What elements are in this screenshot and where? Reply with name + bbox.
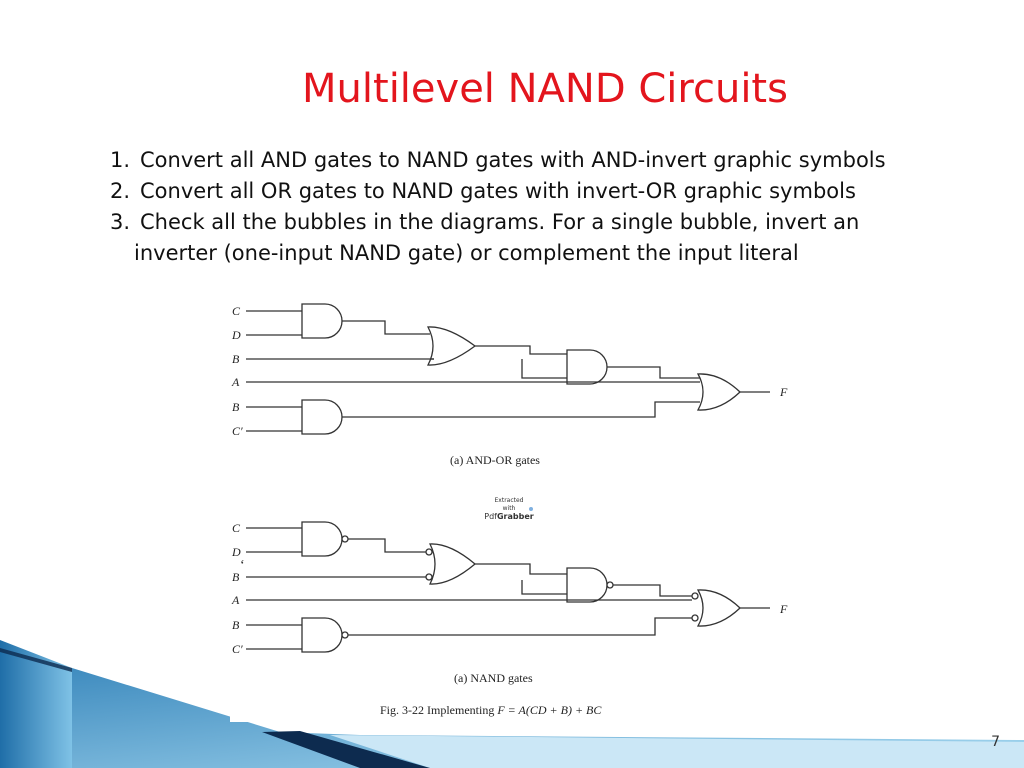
circuit-figure: C D B A B C′ <box>230 298 788 722</box>
list-item: 1. Convert all AND gates to NAND gates wi… <box>110 145 886 176</box>
figure-expression: F = A(CD + B) + BC <box>496 703 602 717</box>
slide-title: Multilevel NAND Circuits <box>302 66 788 112</box>
left-wedge <box>0 640 72 768</box>
step-number: 2. <box>110 179 131 203</box>
inversion-bubble <box>341 535 349 543</box>
nand-gate <box>301 521 343 557</box>
or-gate <box>426 326 477 366</box>
caption-nand: (a) NAND gates <box>454 671 533 685</box>
caption-and-or: (a) AND-OR gates <box>450 453 540 467</box>
pdfgrabber-watermark: Extracted with PdfGrabber <box>484 497 534 521</box>
step-text: Check all the bubbles in the diagrams. F… <box>140 210 860 234</box>
invert-or-gate <box>428 543 477 585</box>
nand-gate <box>301 617 343 653</box>
input-label: C <box>232 304 241 318</box>
and-gate <box>566 349 608 385</box>
invert-or-gate <box>696 589 741 627</box>
and-or-circuit: C D B A B C′ <box>231 303 788 467</box>
list-item: 3. Check all the bubbles in the diagrams.… <box>110 207 886 269</box>
figure-label: Fig. 3-22 Implementing <box>380 703 494 717</box>
figure-caption: Fig. 3-22 Implementing F = A(CD + B) + B… <box>380 703 602 717</box>
step-text: Convert all OR gates to NAND gates with … <box>140 179 856 203</box>
input-label: C′ <box>232 424 243 438</box>
input-label: A <box>231 593 240 607</box>
step-number: 3. <box>110 210 131 234</box>
watermark-line2: with <box>502 505 516 512</box>
inversion-bubble <box>425 548 433 556</box>
bottom-band-dark <box>262 731 430 768</box>
bottom-band-light <box>330 735 1024 768</box>
inversion-bubble <box>606 581 614 589</box>
watermark-line1: Extracted <box>494 497 524 504</box>
watermark-dot <box>529 507 533 511</box>
stray-mark: ‘ <box>240 558 245 573</box>
or-gate <box>696 373 741 411</box>
step-number: 1. <box>110 148 131 172</box>
and-gate <box>301 399 343 435</box>
step-text: Convert all AND gates to NAND gates with… <box>140 148 886 172</box>
input-label: B <box>232 400 240 414</box>
watermark-brand: PdfGrabber <box>484 512 534 521</box>
circuit-diagram: C D B A B C′ <box>231 303 788 717</box>
input-label: B <box>232 618 240 632</box>
input-label: C′ <box>232 642 243 656</box>
left-dark-line <box>0 648 72 672</box>
inversion-bubble <box>691 614 699 622</box>
and-gate <box>301 303 343 339</box>
input-label: C <box>232 521 241 535</box>
input-label: A <box>231 375 240 389</box>
output-label: F <box>779 602 788 616</box>
page-number: 7 <box>991 734 1000 750</box>
list-item: 2. Convert all OR gates to NAND gates wit… <box>110 176 886 207</box>
input-label: D <box>231 545 241 559</box>
inversion-bubble <box>425 573 433 581</box>
inversion-bubble <box>691 592 699 600</box>
input-label: B <box>232 570 240 584</box>
steps-list: 1. Convert all AND gates to NAND gates wi… <box>110 145 886 269</box>
input-label: D <box>231 328 241 342</box>
nand-gate <box>566 567 608 603</box>
inversion-bubble <box>341 631 349 639</box>
step-text-continued: inverter (one-input NAND gate) or comple… <box>134 241 799 265</box>
nand-circuit: C D B A B C′ <box>231 521 788 717</box>
input-label: B <box>232 352 240 366</box>
output-label: F <box>779 385 788 399</box>
